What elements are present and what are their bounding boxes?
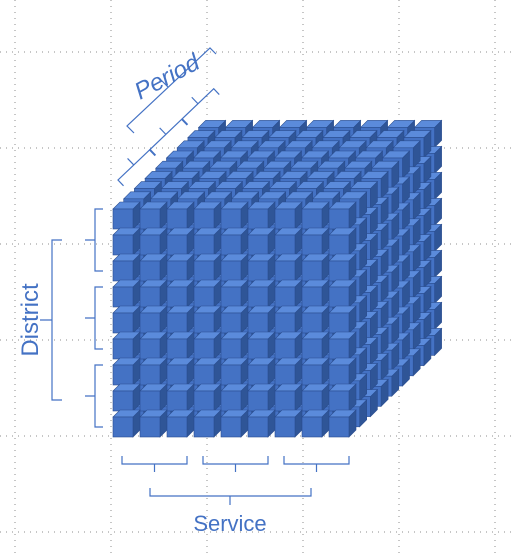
cube-cell	[166, 253, 195, 282]
cube-cell	[274, 331, 303, 360]
cube-cell	[220, 409, 249, 438]
cube-cell	[112, 227, 141, 256]
period-group-bracket	[149, 118, 188, 156]
cube-cell	[139, 279, 168, 308]
cube-cell	[274, 305, 303, 334]
cube-cell	[301, 305, 330, 334]
cube-cell	[166, 331, 195, 360]
cube-cell	[112, 305, 141, 334]
cube-cell	[193, 227, 222, 256]
service-group-bracket	[121, 456, 188, 472]
cube-cell	[166, 409, 195, 438]
cube-cell	[274, 409, 303, 438]
cube-cell	[247, 227, 276, 256]
cube-cell	[139, 331, 168, 360]
cube-cell	[112, 331, 141, 360]
cube-cell	[220, 357, 249, 386]
cube-cell	[247, 253, 276, 282]
cube-cell	[328, 279, 357, 308]
cube-cell	[301, 409, 330, 438]
cube-cell	[139, 201, 168, 230]
cube-cell	[247, 383, 276, 412]
cube-cell	[220, 331, 249, 360]
data-cube	[112, 119, 443, 438]
cube-cell	[139, 305, 168, 334]
cube-cell	[274, 383, 303, 412]
period-total-bracket	[126, 47, 217, 134]
cube-cell	[274, 357, 303, 386]
service-label: Service	[193, 511, 266, 536]
cube-cell	[220, 383, 249, 412]
cube-cell	[193, 331, 222, 360]
cube-cell	[166, 227, 195, 256]
district-group-bracket	[85, 286, 103, 350]
cube-cell	[301, 383, 330, 412]
cube-cell	[139, 357, 168, 386]
cube-cell	[193, 383, 222, 412]
cube-cell	[301, 331, 330, 360]
cube-cell	[247, 201, 276, 230]
cube-cell	[247, 305, 276, 334]
cube-cell	[193, 279, 222, 308]
cube-cell	[193, 409, 222, 438]
cube-cell	[220, 253, 249, 282]
cube-cell	[301, 253, 330, 282]
cube-cell	[166, 305, 195, 334]
cube-cell	[328, 201, 357, 230]
service-group-bracket	[283, 456, 350, 472]
cube-cell	[220, 305, 249, 334]
cube-cell	[112, 383, 141, 412]
cube-cell	[274, 253, 303, 282]
cube-cell	[112, 409, 141, 438]
period-group-bracket	[117, 149, 156, 187]
cube-cell	[274, 201, 303, 230]
cube-cell	[274, 227, 303, 256]
cube-cell	[220, 279, 249, 308]
cube-cell	[112, 201, 141, 230]
cube-cell	[247, 279, 276, 308]
cube-cell	[193, 201, 222, 230]
district-group-bracket	[85, 208, 103, 272]
cube-cell	[328, 357, 357, 386]
cube-cell	[139, 227, 168, 256]
service-total-bracket	[149, 488, 312, 505]
cube-cell	[328, 383, 357, 412]
cube-cell	[193, 305, 222, 334]
cube-cell	[301, 357, 330, 386]
period-label: Period	[130, 49, 205, 106]
service-group-bracket	[202, 456, 269, 472]
district-label: District	[17, 283, 44, 357]
cube-cell	[139, 383, 168, 412]
cube-cell	[166, 357, 195, 386]
cube-cell	[112, 279, 141, 308]
cube-cell	[139, 409, 168, 438]
period-group-bracket	[181, 87, 220, 126]
cube-cell	[301, 227, 330, 256]
cube-cell	[301, 279, 330, 308]
district-group-bracket	[85, 364, 103, 428]
cube-cell	[328, 331, 357, 360]
cube-cell	[328, 305, 357, 334]
cube-cell	[166, 279, 195, 308]
cube-cell	[193, 357, 222, 386]
cube-cell	[112, 253, 141, 282]
cube-cell	[301, 201, 330, 230]
cube-cell	[328, 409, 357, 438]
cube-cell	[220, 201, 249, 230]
dimension-brackets	[40, 47, 350, 505]
cube-cell	[166, 201, 195, 230]
cube-cell	[220, 227, 249, 256]
cube-cell	[328, 227, 357, 256]
district-total-bracket	[40, 239, 62, 401]
cube-cell	[274, 279, 303, 308]
cube-cell	[139, 253, 168, 282]
cube-cell	[247, 357, 276, 386]
cube-cell	[166, 383, 195, 412]
cube-cell	[112, 357, 141, 386]
cube-cell	[247, 331, 276, 360]
cube-cell	[328, 253, 357, 282]
cube-cell	[247, 409, 276, 438]
cube-cell	[193, 253, 222, 282]
